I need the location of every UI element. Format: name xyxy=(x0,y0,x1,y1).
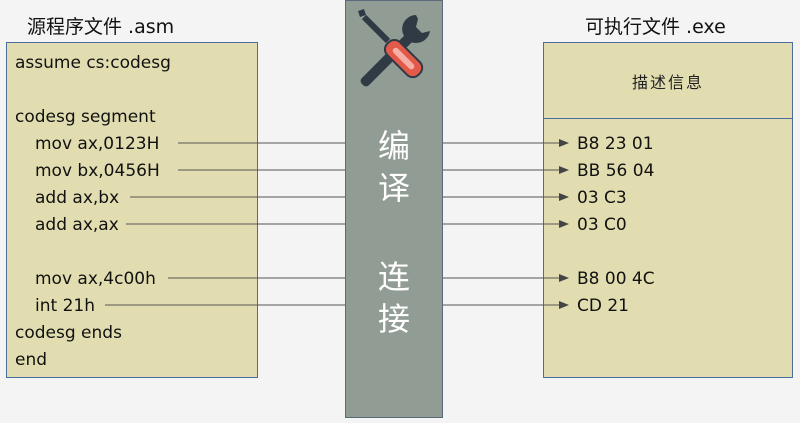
machine-code-5: B8 00 4C xyxy=(577,269,655,289)
compile-char-1: 编 xyxy=(377,127,410,165)
machine-code-4: 03 C0 xyxy=(577,215,627,235)
exe-header: 描述信息 xyxy=(544,43,792,119)
source-line-add-bx: add ax,bx xyxy=(35,188,120,208)
source-line-ends: codesg ends xyxy=(15,323,122,343)
wrench-screwdriver-icon xyxy=(358,9,430,87)
link-char-2: 接 xyxy=(377,300,410,338)
source-line-mov-4c00: mov ax,4c00h xyxy=(35,269,156,289)
center-bar: 编 译 连 接 xyxy=(345,0,443,418)
link-char-1: 连 xyxy=(377,258,410,296)
source-line-mov-bx: mov bx,0456H xyxy=(35,161,160,181)
compile-char-2: 译 xyxy=(377,169,410,207)
exe-panel: 描述信息 B8 23 01 BB 56 04 03 C3 03 C0 B8 00… xyxy=(543,42,793,378)
source-panel: assume cs:codesg codesg segment mov ax,0… xyxy=(6,42,258,378)
source-line-segment: codesg segment xyxy=(15,107,156,127)
source-line-end: end xyxy=(15,350,48,370)
screwdriver-icon xyxy=(358,9,424,79)
source-line-add-ax: add ax,ax xyxy=(35,215,119,235)
source-line-int21: int 21h xyxy=(35,296,95,316)
source-line-mov-ax: mov ax,0123H xyxy=(35,134,160,154)
machine-code-2: BB 56 04 xyxy=(577,161,655,181)
machine-code-6: CD 21 xyxy=(577,296,629,316)
source-line-assume: assume cs:codesg xyxy=(15,53,171,73)
machine-code-3: 03 C3 xyxy=(577,188,627,208)
exe-title: 可执行文件 .exe xyxy=(585,16,726,38)
source-title: 源程序文件 .asm xyxy=(27,16,175,38)
machine-code-1: B8 23 01 xyxy=(577,134,654,154)
